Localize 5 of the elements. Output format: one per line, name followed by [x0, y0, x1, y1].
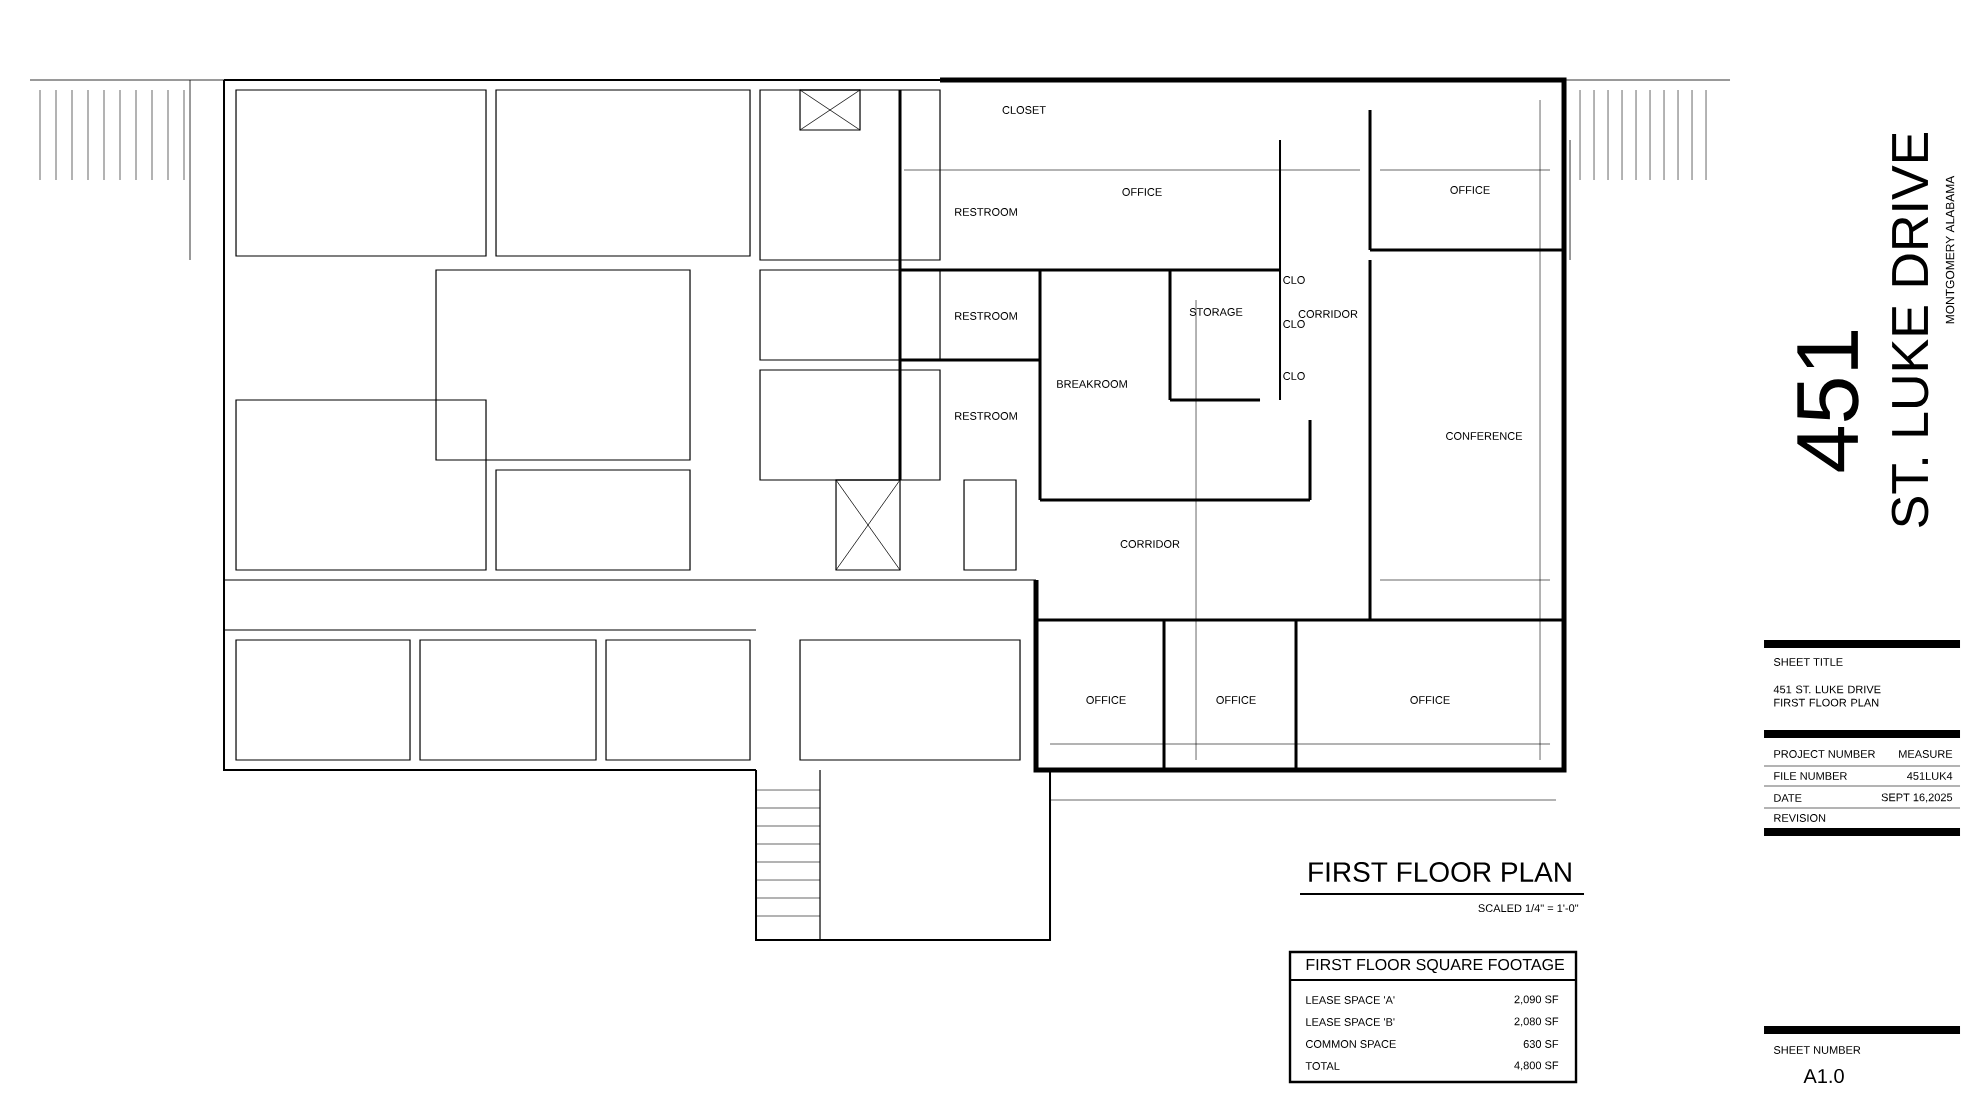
street-name: ST. LUKE DRIVE: [1891, 132, 1929, 528]
table-heading: FIRST FLOOR SQUARE FOOTAGE: [1306, 958, 1565, 974]
plan-title: FIRST FLOOR PLAN: [1309, 862, 1571, 882]
sheet-number: A1.0: [1803, 1068, 1844, 1084]
address-number: 451: [1797, 330, 1859, 472]
